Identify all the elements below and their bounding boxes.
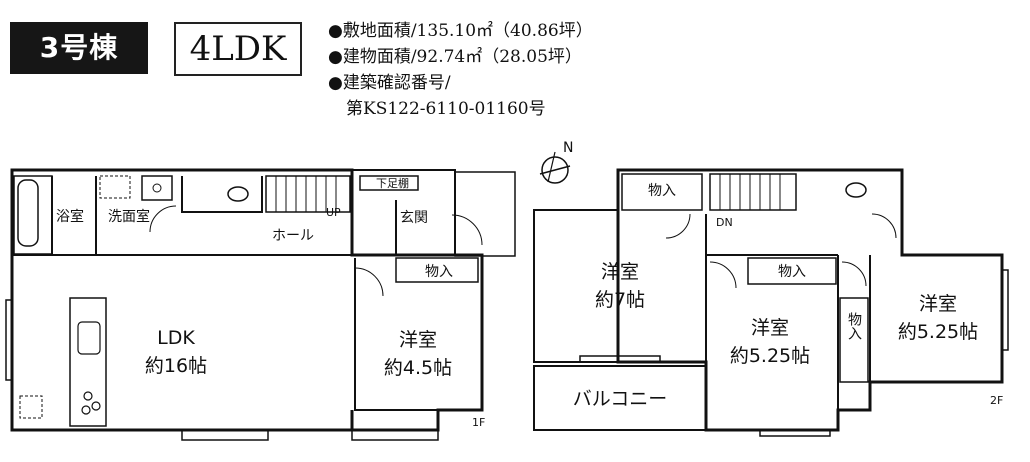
label-shoe-storage: 下足棚	[376, 176, 409, 190]
door-arc-2f-b	[871, 213, 897, 239]
door-arc-western	[354, 267, 384, 297]
label-hall: ホール	[272, 228, 314, 244]
wall-2f-room-c	[837, 255, 871, 430]
vent-icon	[19, 395, 43, 419]
wall-2f-hall	[705, 214, 838, 362]
wall-1f-outline	[10, 168, 484, 432]
toilet-icon-2f	[845, 182, 867, 198]
wall-2f-left-block	[533, 209, 706, 363]
shoe-cabinet	[359, 175, 419, 191]
spec-permit-number-value: 第KS122-6110-01160号	[346, 99, 546, 119]
label-ldk-size: 約16帖	[145, 355, 207, 377]
label-closet-2f-mid: 物入	[778, 264, 806, 280]
window-ldk-side	[5, 299, 12, 381]
compass-icon	[541, 156, 569, 184]
wall-western-room	[354, 258, 482, 411]
door-arc-2f-a	[665, 213, 691, 239]
washing-machine-icon	[99, 175, 131, 199]
label-room-b-size: 約5.25帖	[730, 345, 810, 367]
stairs-1f	[265, 175, 351, 213]
label-closet-2f-top: 物入	[648, 183, 676, 199]
closet-1f	[395, 257, 479, 283]
stove-burner-icon	[83, 391, 93, 401]
label-western-1f-size: 約4.5帖	[384, 357, 452, 379]
label-closet-2f-side: 物入	[846, 312, 862, 340]
floor-label-2f: 2F	[990, 394, 1003, 407]
window-2f-a	[579, 355, 661, 362]
label-room-c-name: 洋室	[919, 293, 957, 315]
window-2f-b	[1002, 269, 1009, 351]
door-arc-entrance	[451, 214, 483, 246]
wall-toilet	[181, 176, 263, 213]
closet-2f-top	[621, 173, 703, 211]
closet-2f-mid	[747, 257, 837, 285]
door-arc-hall	[149, 205, 177, 233]
label-room-c-size: 約5.25帖	[898, 321, 978, 343]
label-closet-1f: 物入	[425, 264, 453, 280]
label-balcony: バルコニー	[573, 388, 668, 410]
closet-2f-side	[839, 297, 869, 383]
layout-type: 4LDK	[174, 22, 302, 76]
label-washroom: 洗面室	[108, 208, 150, 225]
label-room-a-size: 約7帖	[595, 289, 645, 311]
entrance-step	[454, 171, 516, 257]
floor-2f	[533, 151, 1009, 437]
spec-building-area: ●建物面積/92.74㎡（28.05坪）	[328, 47, 582, 67]
door-arc-2f-d	[841, 261, 867, 287]
sink-icon	[141, 175, 173, 201]
kitchen-sink-icon	[77, 321, 101, 355]
bathtub-icon	[17, 179, 39, 247]
label-ldk-name: LDK	[157, 327, 195, 349]
kitchen-counter	[69, 297, 107, 427]
spec-site-area: ●敷地面積/135.10㎡（40.86坪）	[328, 21, 593, 41]
floor-1f	[5, 168, 516, 441]
floor-label-1f: 1F	[472, 416, 485, 429]
window-western	[351, 430, 439, 441]
label-down: DN	[716, 216, 733, 229]
stairs-2f	[709, 173, 797, 211]
balcony-area	[533, 365, 707, 431]
label-up: UP	[326, 206, 341, 219]
spec-permit-number: ●建築確認番号/	[328, 73, 451, 93]
label-room-b-name: 洋室	[751, 317, 789, 339]
window-2f-c	[759, 430, 831, 437]
toilet-icon	[227, 186, 249, 202]
window-ldk-bottom	[181, 430, 269, 441]
door-arc-2f-c	[709, 261, 737, 289]
label-entrance: 玄関	[400, 209, 428, 226]
building-label: 3号棟	[10, 22, 148, 74]
compass-north: N	[563, 140, 573, 156]
label-western-1f-name: 洋室	[399, 329, 437, 351]
label-bath: 浴室	[56, 208, 84, 225]
label-room-a-name: 洋室	[601, 261, 639, 283]
